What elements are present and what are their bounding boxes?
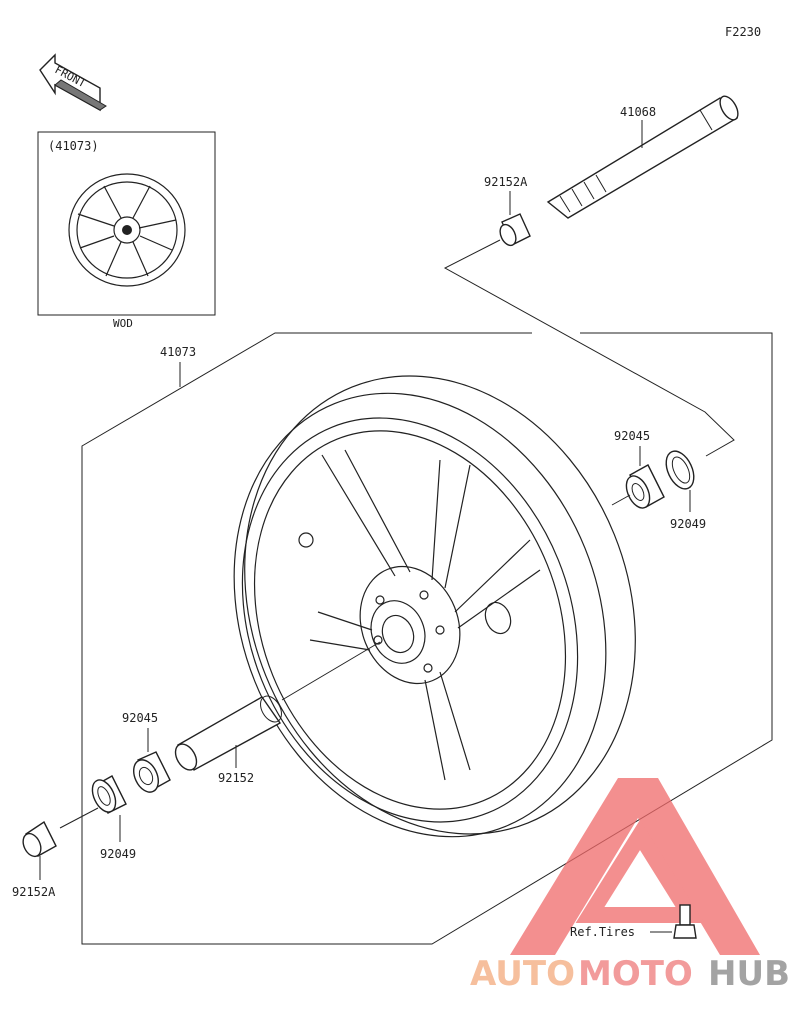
inset-caption: WOD [113,317,133,330]
inset-wheel-icon [68,173,186,287]
watermark-logo-icon [510,778,760,955]
assembly-frame [81,332,773,945]
label-seal-left: 92049 [100,847,136,861]
bearing-left [133,751,171,793]
spacer [174,695,282,771]
inset-part-ref: (41073) [48,139,99,153]
inset-box: (41073) WOD [37,131,216,330]
label-bearing-left: 92045 [122,711,158,725]
label-seal-right: 92049 [670,517,706,531]
label-wheel: 41073 [160,345,196,359]
wheel [233,375,636,838]
valve-stem [650,904,697,939]
collar-bottom [22,820,57,858]
label-collar-top: 92152A [484,175,528,189]
seal-left [91,775,127,814]
label-collar-bottom: 92152A [12,885,56,899]
watermark-auto: AUTO [470,954,575,994]
diagram-code: F2230 [725,25,761,39]
collar-top [499,213,531,247]
watermark-hub: HUB [708,954,790,994]
seal-right [665,450,695,490]
bearing-right [625,464,665,509]
label-axle: 41068 [620,105,656,119]
label-bearing-right: 92045 [614,429,650,443]
axle [546,95,739,219]
ref-tires-note: Ref.Tires [570,925,635,939]
watermark-moto: MOTO [578,954,693,994]
label-spacer: 92152 [218,771,254,785]
front-arrow-icon: FRONT [39,53,107,112]
